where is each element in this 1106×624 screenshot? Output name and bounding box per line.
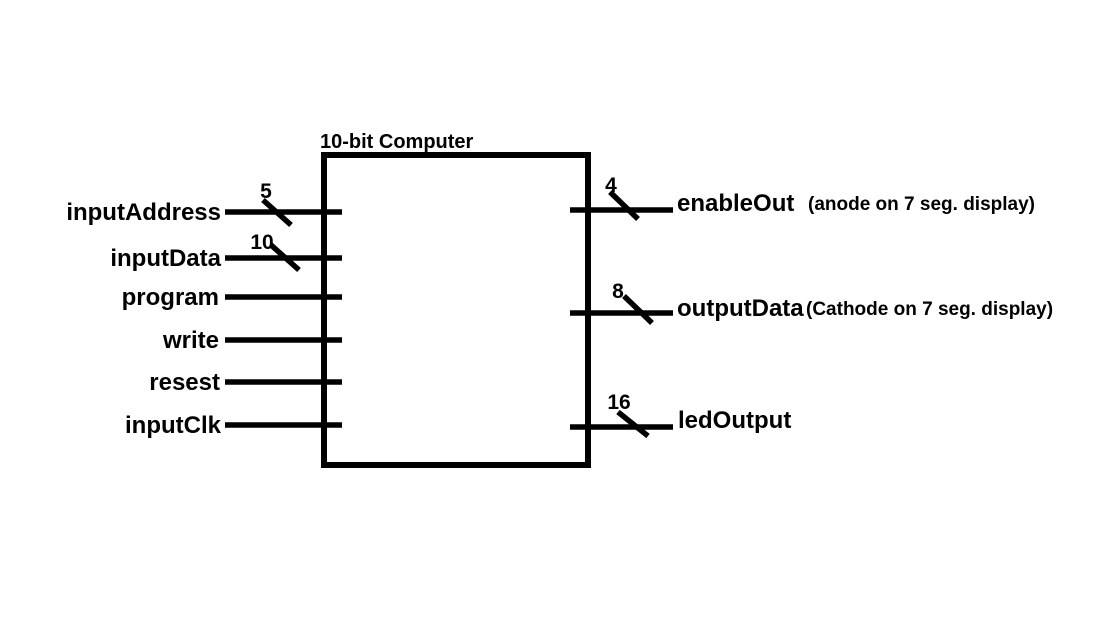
input-label-inputClk: inputClk xyxy=(125,412,222,439)
input-signal-write: write xyxy=(162,327,342,354)
output-annotation-enableOut: (anode on 7 seg. display) xyxy=(808,194,1035,215)
input-signal-inputAddress: 5 inputAddress xyxy=(66,180,342,228)
input-signal-inputData: 10 inputData xyxy=(110,231,342,273)
input-label-resest: resest xyxy=(149,369,220,396)
bus-slash-icon xyxy=(616,409,650,439)
input-signal-resest: resest xyxy=(149,369,342,396)
output-annotation-outputData: (Cathode on 7 seg. display) xyxy=(806,299,1053,320)
bus-width-label: 8 xyxy=(612,280,624,303)
output-signal-outputData: 8 outputData (Cathode on 7 seg. display) xyxy=(570,280,1053,325)
bus-slash-icon xyxy=(622,294,654,325)
computer-block-outline xyxy=(321,152,591,468)
input-label-inputAddress: inputAddress xyxy=(66,199,221,226)
output-label-ledOutput: ledOutput xyxy=(678,407,791,434)
input-label-inputData: inputData xyxy=(110,245,221,272)
input-signal-inputClk: inputClk xyxy=(125,412,342,439)
bus-width-label: 16 xyxy=(607,391,630,414)
bus-slash-icon xyxy=(261,197,293,228)
bus-slash-icon xyxy=(269,242,301,273)
output-label-outputData: outputData xyxy=(677,295,804,322)
bus-width-label: 5 xyxy=(260,180,272,203)
output-signal-ledOutput: 16 ledOutput xyxy=(570,391,791,439)
output-signal-enableOut: 4 enableOut (anode on 7 seg. display) xyxy=(570,174,1035,221)
input-signal-program: program xyxy=(122,284,342,311)
output-label-enableOut: enableOut xyxy=(677,190,794,217)
input-label-program: program xyxy=(122,284,219,311)
input-label-write: write xyxy=(162,327,219,354)
bus-width-label: 4 xyxy=(605,174,617,197)
bus-slash-icon xyxy=(608,190,640,221)
bus-width-label: 10 xyxy=(250,231,273,254)
block-title: 10-bit Computer xyxy=(320,131,474,153)
